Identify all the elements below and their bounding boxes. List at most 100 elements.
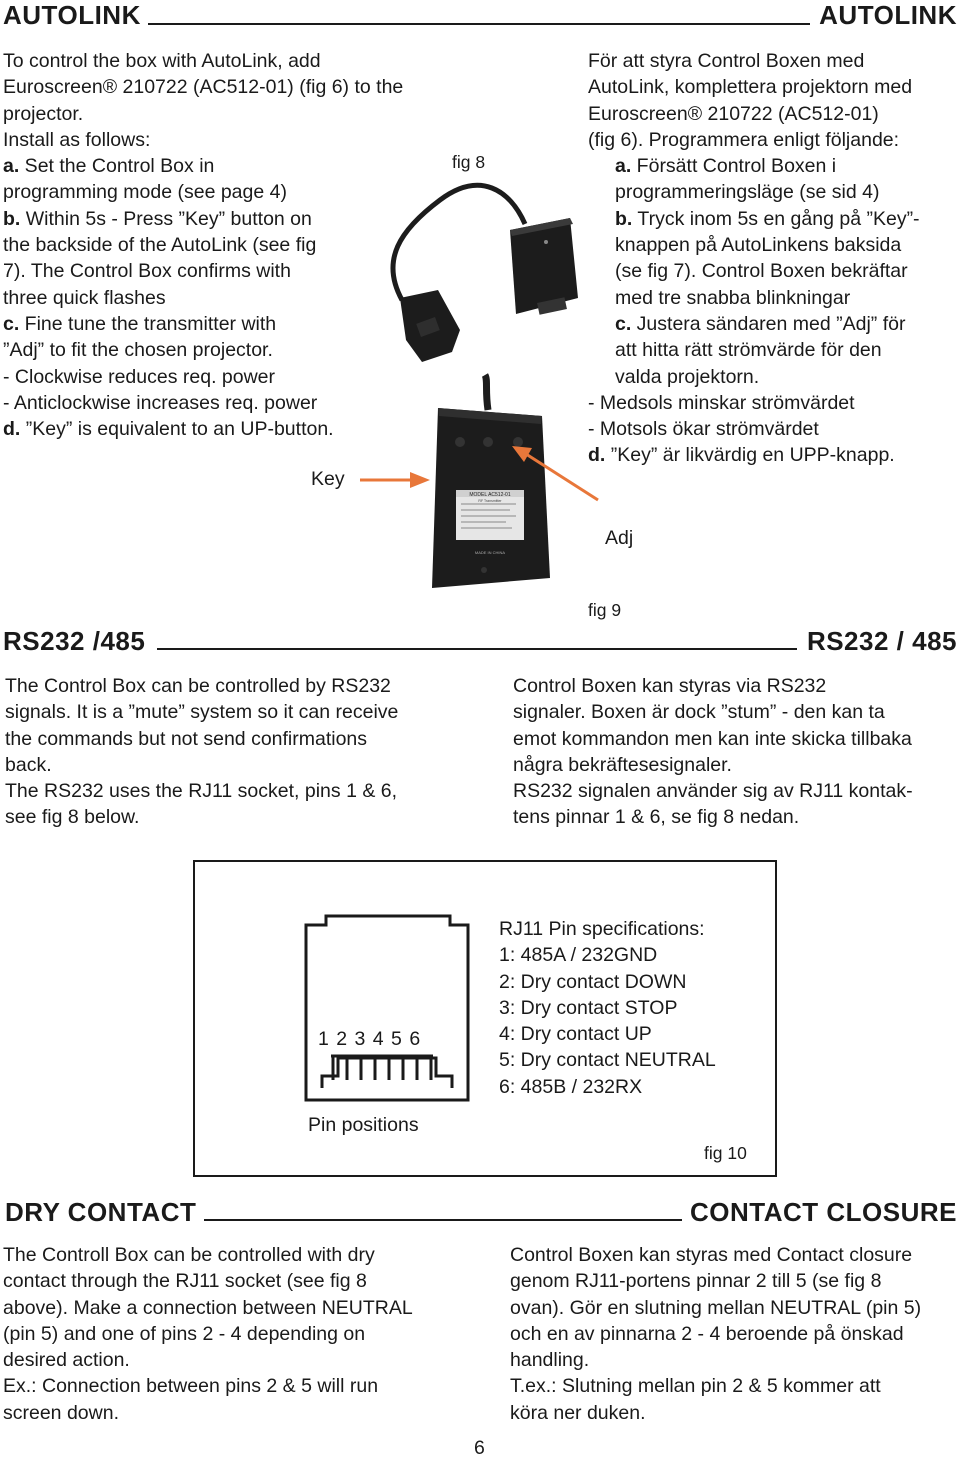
- product-code: ® 210722 (AC512-01) (fig 6) to the: [102, 76, 404, 99]
- text-line: valda projektorn.: [615, 365, 760, 388]
- text-line: För att styra Control Boxen med: [588, 50, 865, 72]
- text-line: contact through the RJ11 socket (see fig…: [3, 1270, 367, 1293]
- fig9-label: fig 9: [588, 600, 622, 620]
- text-line: tens pinnar 1 & 6, se fig 8 nedan.: [513, 806, 800, 829]
- text-line: - Motsols ökar strömvärdet: [588, 418, 819, 441]
- text-line: - Anticlockwise increases req. power: [3, 391, 318, 414]
- text-line: a. Set the Control Box in: [3, 153, 423, 179]
- dry-contact-heading-en: DRY CONTACT: [5, 1197, 197, 1227]
- text-line: screen down.: [3, 1401, 119, 1424]
- text-line: The Controll Box can be controlled with …: [3, 1244, 375, 1266]
- step-text: ”Key” är likvärdig en UPP-knapp.: [605, 444, 895, 467]
- rj11-spec-list: RJ11 Pin specifications: 1: 485A / 232GN…: [499, 916, 764, 1100]
- text-line: 7). The Control Box confirms with: [3, 260, 291, 283]
- text-line: c. Justera sändaren med ”Adj” för: [588, 311, 958, 337]
- text-line: RS232 signalen använder sig av RJ11 kont…: [513, 780, 913, 803]
- text-line: knappen på AutoLinkens baksida: [615, 234, 902, 257]
- text-line: handling.: [510, 1349, 590, 1372]
- product-code: ® 210722 (AC512-01): [687, 102, 879, 125]
- connector-box: [510, 218, 578, 315]
- text-line: Control Boxen kan styras med Contact clo…: [510, 1244, 913, 1266]
- text-line: see fig 8 below.: [5, 806, 140, 829]
- text-line: the commands but not send confirmations: [5, 727, 368, 750]
- autolink-device-illustration: MODEL AC512-01 RF Transmitter MADE IN CH…: [360, 182, 599, 588]
- text-line: några bekräftesesignaler.: [513, 753, 732, 776]
- spec-item: 5: Dry contact NEUTRAL: [499, 1049, 716, 1072]
- fig10-label: fig 10: [704, 1143, 747, 1163]
- text-line: To control the box with AutoLink, add: [3, 50, 321, 72]
- key-arrow: [360, 472, 430, 488]
- pin-positions-label: Pin positions: [308, 1114, 419, 1136]
- step-letter: b.: [615, 207, 633, 230]
- text-line: - Clockwise reduces req. power: [3, 365, 276, 388]
- rs232-text-sv: Control Boxen kan styras via RS232 signa…: [513, 673, 958, 831]
- text-line: a. Försätt Control Boxen i: [588, 153, 958, 179]
- dry-contact-heading-sv: CONTACT CLOSURE: [689, 1197, 957, 1227]
- text-line: b. Tryck inom 5s en gång på ”Key”-: [588, 206, 958, 232]
- text-line: desired action.: [3, 1349, 130, 1372]
- socket-notch: [320, 1056, 454, 1088]
- autolink-text-en: To control the box with AutoLink, add Eu…: [3, 48, 423, 442]
- spec-item: 1: 485A / 232GND: [499, 944, 658, 967]
- text-line: above). Make a connection between NEUTRA…: [3, 1296, 413, 1319]
- text-line: Control Boxen kan styras via RS232: [513, 675, 827, 697]
- text-line: The RS232 uses the RJ11 socket, pins 1 &…: [5, 780, 398, 803]
- cable-plug: [400, 290, 460, 362]
- text-line: AutoLink, komplettera projektorn med: [588, 76, 913, 99]
- brand-name: Euroscreen: [588, 102, 688, 125]
- autolink-text-sv: För att styra Control Boxen med AutoLink…: [588, 48, 958, 469]
- adj-arrow: [512, 446, 599, 502]
- rs232-heading-en: RS232 /485: [3, 626, 146, 656]
- text-line: Ex.: Connection between pins 2 & 5 will …: [3, 1375, 379, 1398]
- text-line: att hitta rätt strömvärde för den: [615, 339, 882, 362]
- text-line: c. Fine tune the transmitter with: [3, 311, 423, 337]
- text-line: three quick flashes: [3, 286, 166, 309]
- spec-item: 2: Dry contact DOWN: [499, 970, 687, 993]
- text-line: back.: [5, 753, 52, 776]
- step-letter: a.: [615, 155, 632, 178]
- adj-label: Adj: [605, 527, 634, 549]
- transmitter-body: MODEL AC512-01 RF Transmitter MADE IN CH…: [432, 408, 550, 588]
- text-line: programmeringsläge (se sid 4): [615, 181, 880, 204]
- text-line: d. ”Key” is equivalent to an UP-button.: [3, 416, 423, 442]
- step-letter: c.: [615, 312, 632, 335]
- text-line: köra ner duken.: [510, 1401, 646, 1424]
- text-line: signals. It is a ”mute” system so it can…: [5, 701, 399, 724]
- heading-rule: [204, 1219, 682, 1221]
- text-line: the backside of the AutoLink (see fig: [3, 234, 317, 257]
- autolink-heading-sv: AUTOLINK: [819, 0, 957, 30]
- text-line: emot kommandon men kan inte skicka tillb…: [513, 727, 912, 750]
- spec-item: 3: Dry contact STOP: [499, 996, 678, 1019]
- heading-rule: [148, 23, 810, 25]
- text-line: genom RJ11-portens pinnar 2 till 5 (se f…: [510, 1270, 882, 1293]
- text-line: T.ex.: Slutning mellan pin 2 & 5 kommer …: [510, 1375, 881, 1398]
- text-line: projector.: [3, 102, 84, 125]
- device-model-text: MODEL AC512-01: [469, 492, 510, 498]
- step-text: Within 5s - Press ”Key” button on: [20, 207, 312, 230]
- dry-contact-text-en: The Controll Box can be controlled with …: [3, 1242, 483, 1426]
- text-line: och en av pinnarna 2 - 4 beroende på öns…: [510, 1322, 904, 1345]
- text-line: The Control Box can be controlled by RS2…: [5, 675, 391, 697]
- step-text: Set the Control Box in: [19, 155, 215, 178]
- rs232-text-en: The Control Box can be controlled by RS2…: [5, 673, 475, 831]
- rs232-heading-sv: RS232 / 485: [806, 626, 957, 656]
- step-text: Fine tune the transmitter with: [19, 312, 277, 335]
- text-line: (se fig 7). Control Boxen bekräftar: [615, 260, 908, 283]
- pin-numbers: 1 2 3 4 5 6: [318, 1028, 422, 1050]
- rj11-socket-diagram: [304, 914, 470, 1102]
- step-letter: d.: [588, 444, 606, 467]
- heading-rule: [157, 648, 797, 650]
- page-number: 6: [474, 1437, 485, 1459]
- dry-contact-text-sv: Control Boxen kan styras med Contact clo…: [510, 1242, 958, 1426]
- autolink-heading-en: AUTOLINK: [3, 0, 141, 30]
- step-letter: c.: [3, 312, 20, 335]
- text-line: programming mode (see page 4): [3, 181, 287, 204]
- text-line: Install as follows:: [3, 128, 151, 151]
- text-line: b. Within 5s - Press ”Key” button on: [3, 206, 423, 232]
- spec-item: 6: 485B / 232RX: [499, 1075, 643, 1098]
- text-line: ”Adj” to fit the chosen projector.: [3, 339, 273, 362]
- fig8-label: fig 8: [452, 152, 486, 172]
- step-letter: d.: [3, 418, 21, 441]
- spec-title: RJ11 Pin specifications:: [499, 918, 705, 940]
- text-line: - Medsols minskar strömvärdet: [588, 391, 855, 414]
